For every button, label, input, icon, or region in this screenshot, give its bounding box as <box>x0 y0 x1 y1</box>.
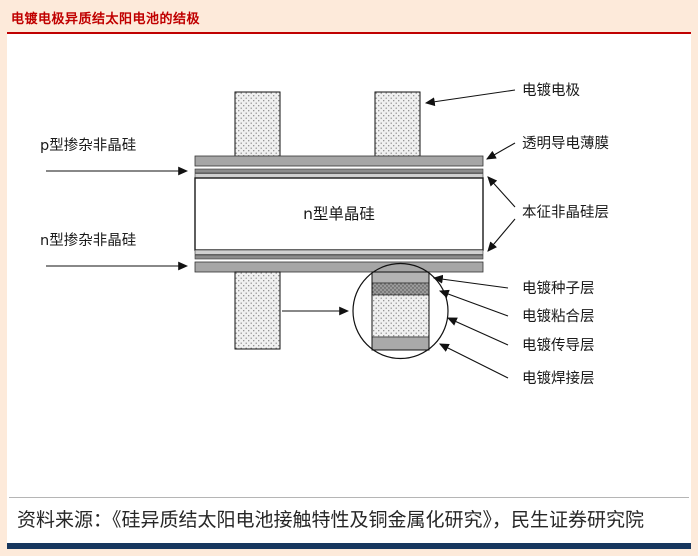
top-electrode-right <box>374 91 421 157</box>
arrow-intrinsic-top <box>487 176 516 208</box>
arrow-conduction <box>446 317 509 346</box>
label-seed: 电镀种子层 <box>522 280 595 297</box>
adhesion-layer-band <box>371 282 430 296</box>
p-doped-strip <box>194 168 484 174</box>
annotation-arrows <box>46 89 516 379</box>
arrow-electrode <box>424 89 516 107</box>
intrinsic-bottom-strip <box>194 249 484 255</box>
wafer-rect <box>194 177 484 251</box>
bottom-electrode-left <box>234 271 281 350</box>
magnifier-circle <box>352 262 449 360</box>
tco-top-strip <box>194 155 484 167</box>
label-conduction: 电镀传导层 <box>522 337 595 354</box>
label-p-doped: p型掺杂非晶硅 <box>40 137 136 154</box>
label-tco: 透明导电薄膜 <box>522 135 609 152</box>
title-underline <box>7 32 691 34</box>
plated-electrode-outline <box>371 271 430 351</box>
welding-layer-band <box>371 336 430 351</box>
top-electrode-left <box>234 91 281 157</box>
arrow-adhesion <box>438 289 509 317</box>
label-welding: 电镀焊接层 <box>522 370 595 387</box>
seed-layer-band <box>371 271 430 284</box>
arrow-tco <box>486 142 516 160</box>
wafer-label: n型单晶硅 <box>303 205 375 223</box>
bottom-border-bar <box>7 543 691 549</box>
figure-title: 电镀电极异质结太阳电池的结极 <box>11 12 201 27</box>
figure-panel: n型单晶硅 <box>7 34 691 543</box>
solar-cell-diagram: n型单晶硅 <box>40 82 609 387</box>
label-electrode: 电镀电极 <box>522 82 580 99</box>
n-doped-strip <box>194 254 484 260</box>
label-n-doped: n型掺杂非晶硅 <box>40 232 136 249</box>
source-divider <box>9 497 689 499</box>
arrow-welding <box>439 343 509 379</box>
conduction-layer-band <box>371 294 430 338</box>
arrow-seed <box>432 274 509 289</box>
label-intrinsic: 本征非晶硅层 <box>522 204 609 221</box>
source-text: 资料来源：《硅异质结太阳电池接触特性及铜金属化研究》，民生证券研究院 <box>17 509 645 532</box>
tco-bottom-strip <box>194 261 484 273</box>
label-adhesion: 电镀粘合层 <box>522 308 595 325</box>
plated-electrode-detail <box>352 262 449 360</box>
arrow-intrinsic-bottom <box>487 218 516 252</box>
